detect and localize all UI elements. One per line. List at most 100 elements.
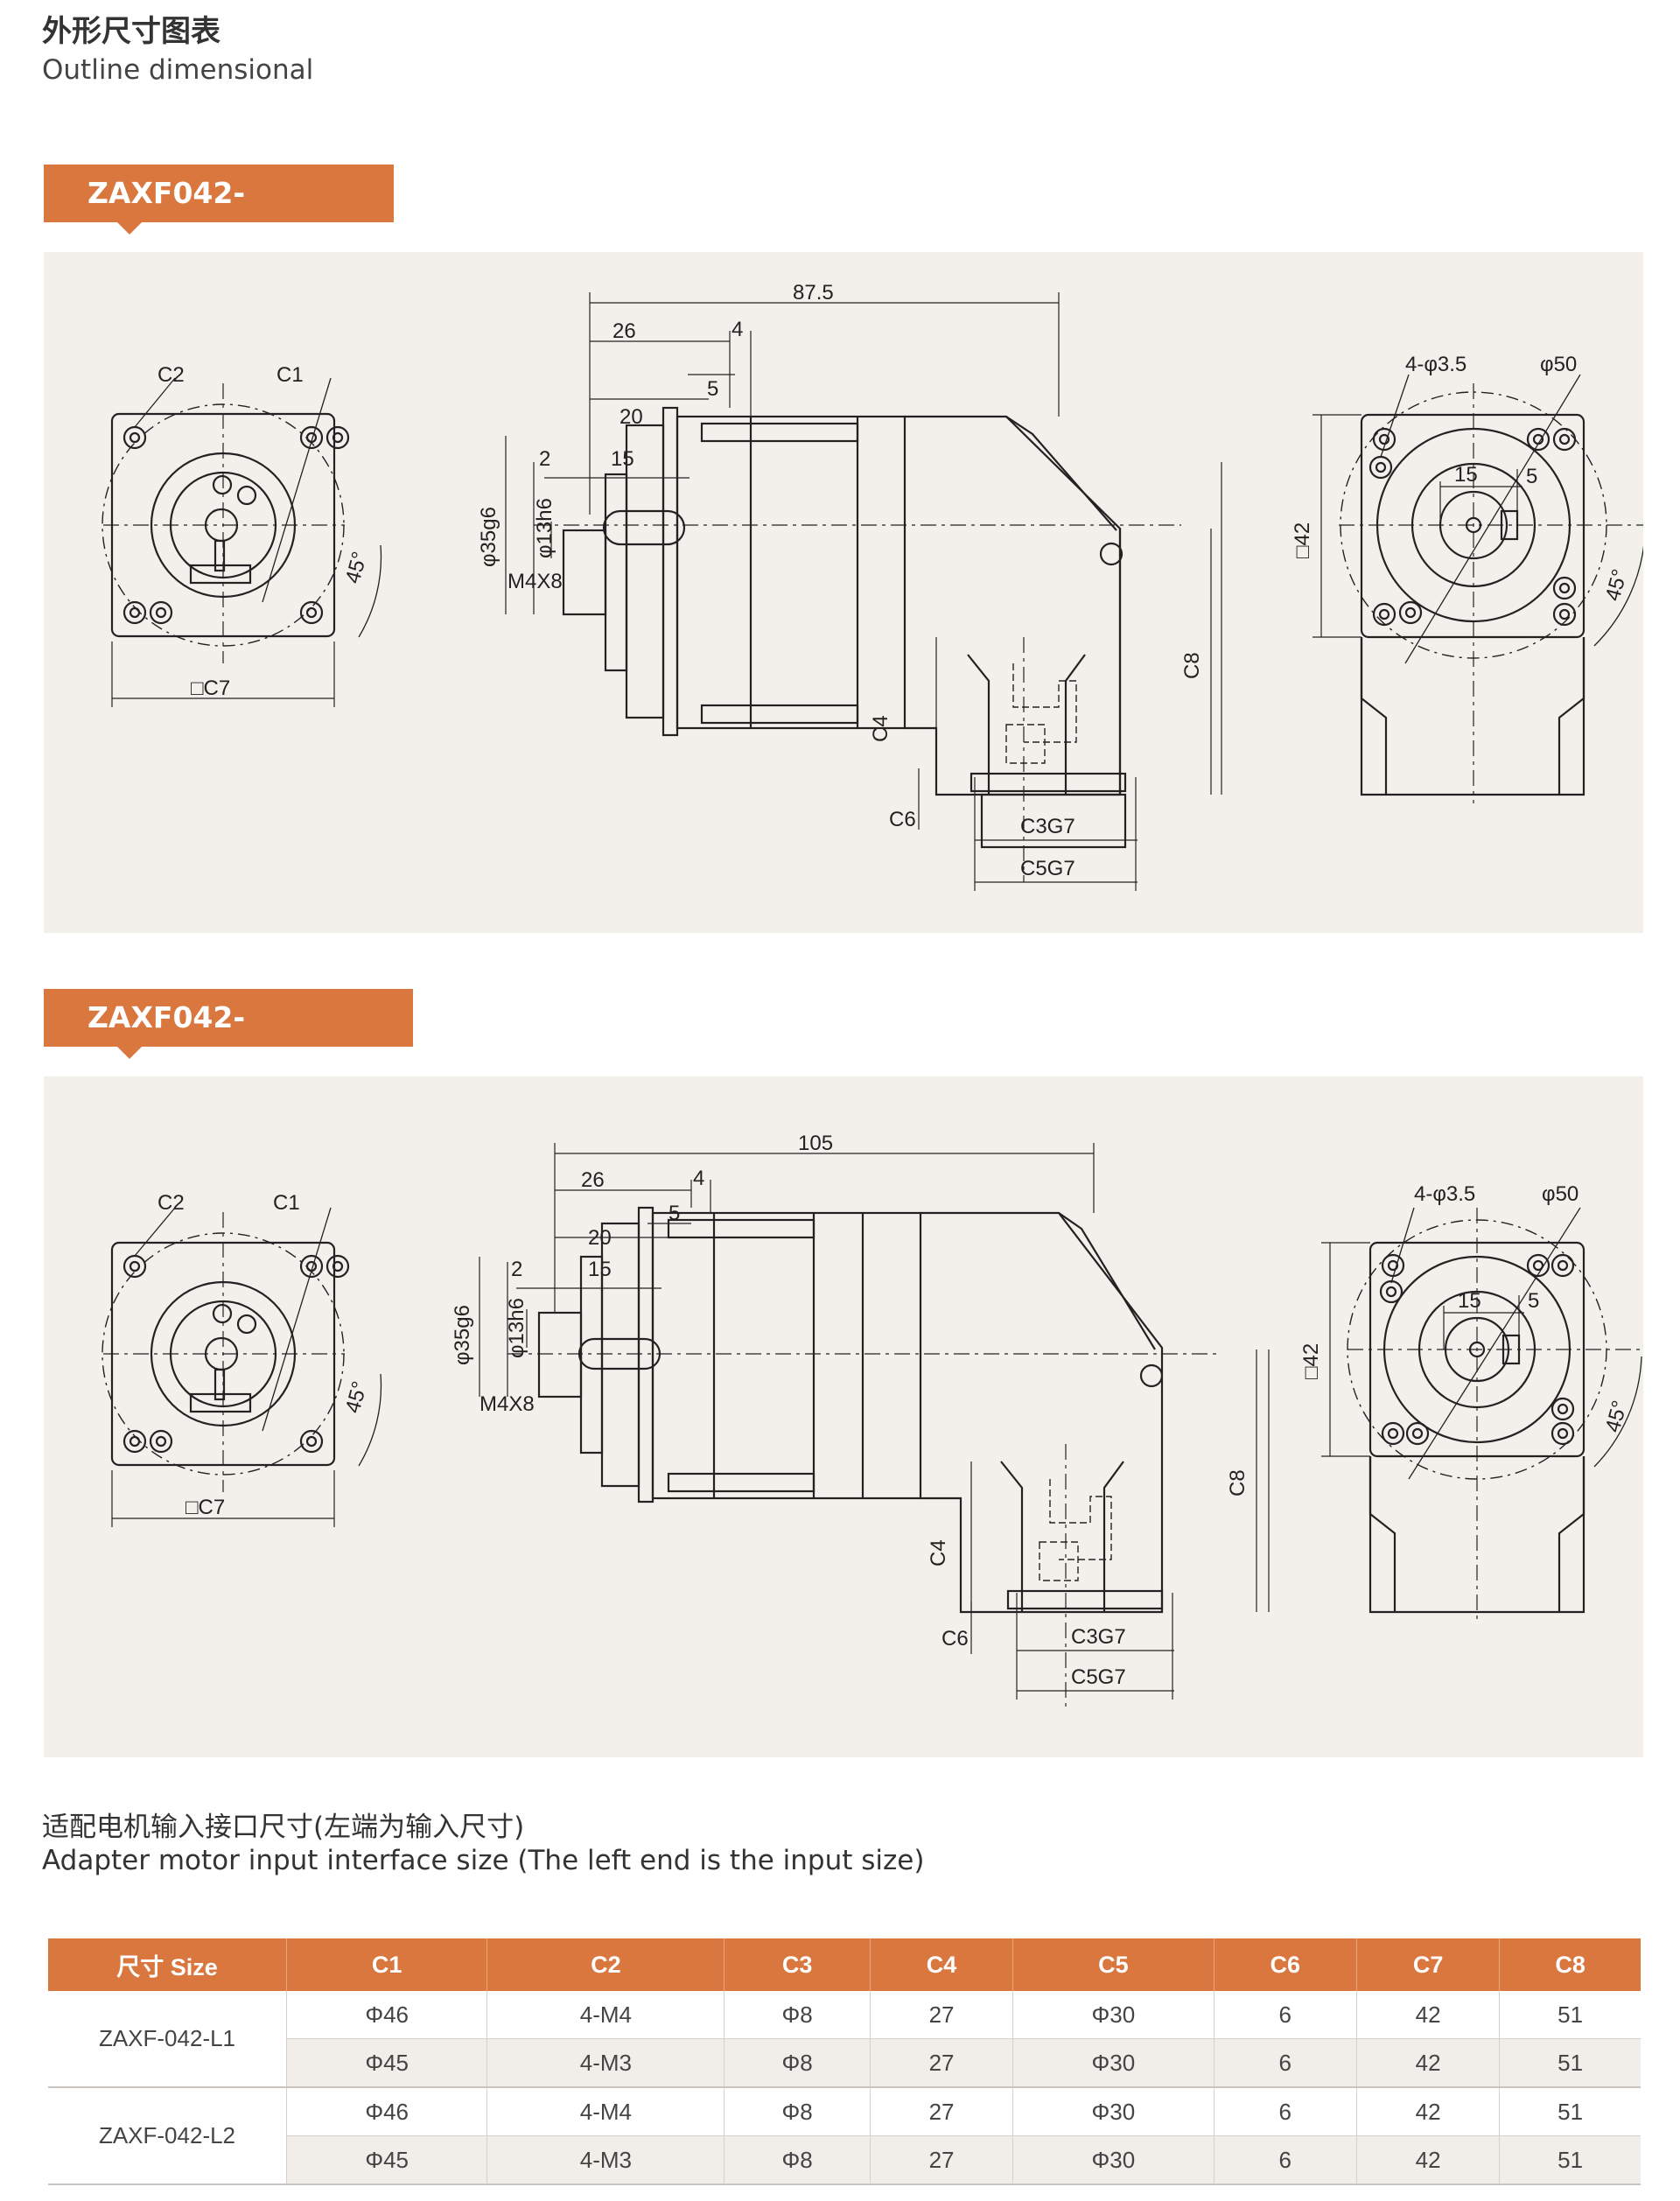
- table-cell: 4-M4: [486, 2087, 724, 2136]
- label-key-dia: φ13h6: [505, 1298, 528, 1358]
- label-c8: C8: [1180, 652, 1204, 679]
- label-r15: 15: [1458, 1289, 1481, 1313]
- label-c1: C1: [273, 1191, 300, 1215]
- size-table: 尺寸 Size C1 C2 C3 C4 C5 C6 C7 C8 ZAXF-042…: [48, 1938, 1641, 2185]
- table-cell: 27: [869, 2135, 1013, 2185]
- header-c3: C3: [724, 1938, 871, 1991]
- table-cell: 6: [1213, 1991, 1357, 2039]
- table-cell: 4-M4: [486, 1991, 724, 2039]
- table-row: Φ45 4-M3 Φ8 27 Φ30 6 42 51: [48, 2038, 1641, 2088]
- page-subtitle: Outline dimensional: [42, 54, 314, 86]
- table-cell: Φ30: [1012, 2038, 1214, 2088]
- table-cell: Φ30: [1012, 2135, 1214, 2185]
- label-c2: C2: [158, 1191, 185, 1215]
- label-angle-left: 45°: [341, 1379, 372, 1416]
- label-c3: C3G7: [1071, 1625, 1126, 1649]
- table-cell: 27: [869, 2038, 1013, 2088]
- label-r5: 5: [1528, 1289, 1539, 1313]
- label-d2: 2: [511, 1258, 522, 1281]
- label-c6: C6: [942, 1627, 969, 1651]
- table-row: ZAXF-042-L1 Φ46 4-M4 Φ8 27 Φ30 6 42 51: [48, 1991, 1641, 2088]
- label-c8: C8: [1226, 1469, 1250, 1497]
- label-c7: □C7: [186, 1496, 225, 1519]
- label-c3: C3G7: [1020, 815, 1075, 838]
- adapter-title-en: Adapter motor input interface size (The …: [42, 1845, 925, 1876]
- header-c7: C7: [1355, 1938, 1500, 1991]
- label-c5: C5G7: [1071, 1665, 1126, 1689]
- label-key-dia: φ13h6: [533, 498, 556, 558]
- label-d5: 5: [707, 377, 718, 401]
- label-d26: 26: [581, 1168, 605, 1192]
- table-cell: Φ8: [724, 1991, 871, 2039]
- label-holes: 4-φ3.5: [1405, 353, 1466, 376]
- label-c4: C4: [927, 1539, 950, 1567]
- label-c1: C1: [276, 363, 304, 387]
- table-header-row: 尺寸 Size C1 C2 C3 C4 C5 C6 C7 C8: [48, 1938, 1641, 1991]
- label-thread: M4X8: [508, 570, 563, 593]
- table-cell: 27: [869, 1991, 1013, 2039]
- table-cell: 42: [1355, 1991, 1500, 2039]
- label-overall-length: 87.5: [793, 281, 834, 305]
- header-size: 尺寸 Size: [48, 1938, 287, 1991]
- label-d15: 15: [611, 447, 634, 471]
- drawing-panel-single: C2 C1 □C7 45° 87.5 26 4 5 20 2 15 φ35g6 …: [44, 252, 1643, 933]
- label-square: □42: [1299, 1343, 1323, 1379]
- header-c1: C1: [285, 1938, 487, 1991]
- model-cell: ZAXF-042-L2: [48, 2087, 287, 2185]
- label-c7: □C7: [191, 676, 230, 700]
- label-c4: C4: [869, 715, 892, 742]
- label-c2: C2: [158, 363, 185, 387]
- label-overall-length: 105: [798, 1132, 833, 1155]
- table-cell: Φ30: [1012, 2087, 1214, 2136]
- table-cell: 6: [1213, 2038, 1357, 2088]
- table-cell: 4-M3: [486, 2038, 724, 2088]
- table-cell: Φ8: [724, 2087, 871, 2136]
- label-d4: 4: [732, 318, 743, 341]
- table-cell: 51: [1499, 2087, 1641, 2136]
- label-shaft-dia: φ35g6: [477, 507, 500, 567]
- label-square: □42: [1291, 522, 1314, 558]
- header-c5: C5: [1012, 1938, 1214, 1991]
- table-cell: Φ46: [285, 2087, 487, 2136]
- table-row: Φ45 4-M3 Φ8 27 Φ30 6 42 51: [48, 2135, 1641, 2185]
- model-cell: ZAXF-042-L1: [48, 1991, 287, 2088]
- label-d4: 4: [693, 1167, 704, 1190]
- table-cell: Φ46: [285, 1991, 487, 2039]
- label-c6: C6: [889, 808, 916, 831]
- label-d20: 20: [588, 1226, 612, 1250]
- table-cell: 27: [869, 2087, 1013, 2136]
- table-cell: 51: [1499, 2135, 1641, 2185]
- label-d20: 20: [620, 405, 643, 429]
- label-shaft-dia: φ35g6: [451, 1305, 474, 1365]
- label-r5: 5: [1526, 465, 1537, 488]
- dimension-drawing-single: C2 C1 □C7 45° 87.5 26 4 5 20 2 15 φ35g6 …: [102, 281, 1643, 891]
- table-cell: Φ45: [285, 2038, 487, 2088]
- model-tab-single: ZAXF042-L1[Single]: [44, 165, 394, 268]
- table-cell: 4-M3: [486, 2135, 724, 2185]
- label-d2: 2: [539, 447, 550, 471]
- table-cell: 6: [1213, 2087, 1357, 2136]
- header-c8: C8: [1499, 1938, 1641, 1991]
- model-tab-double: ZAXF042-L2[Double]: [44, 989, 413, 1092]
- table-cell: 51: [1499, 2038, 1641, 2088]
- header-c6: C6: [1213, 1938, 1357, 1991]
- dimension-drawing-double: C2 C1 □C7 45° 105 26 4 5 20 2 15 φ35g6 φ…: [102, 1132, 1643, 1707]
- header-c2: C2: [486, 1938, 724, 1991]
- table-cell: 42: [1355, 2087, 1500, 2136]
- table-cell: 51: [1499, 1991, 1641, 2039]
- label-c5: C5G7: [1020, 857, 1075, 880]
- table-cell: 42: [1355, 2038, 1500, 2088]
- label-d5: 5: [668, 1202, 680, 1225]
- page-title: 外形尺寸图表: [42, 14, 220, 49]
- table-cell: Φ8: [724, 2135, 871, 2185]
- header-c4: C4: [869, 1938, 1013, 1991]
- label-pcd: φ50: [1542, 1182, 1578, 1206]
- table-cell: Φ30: [1012, 1991, 1214, 2039]
- adapter-title-cn: 适配电机输入接口尺寸(左端为输入尺寸): [42, 1812, 525, 1843]
- label-d26: 26: [612, 319, 636, 343]
- label-thread: M4X8: [480, 1392, 535, 1416]
- label-angle-right: 45°: [1601, 1398, 1632, 1435]
- label-angle-left: 45°: [341, 550, 372, 586]
- table-cell: Φ45: [285, 2135, 487, 2185]
- table-cell: 6: [1213, 2135, 1357, 2185]
